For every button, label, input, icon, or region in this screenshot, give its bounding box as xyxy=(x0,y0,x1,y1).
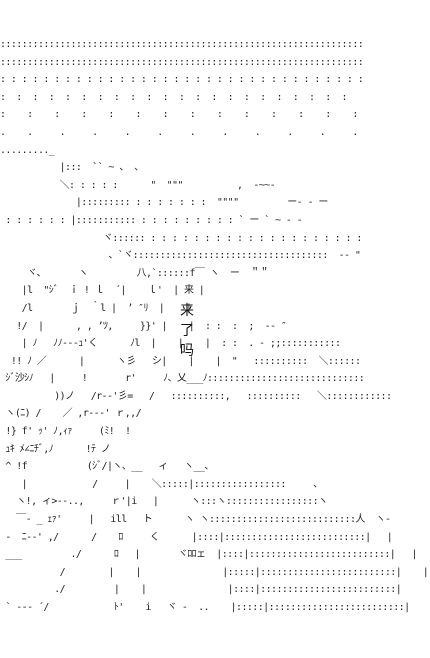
art-line: ::::::::::::::::::::::::::::::::::::::::… xyxy=(0,39,364,50)
art-line: |::: `` ~ 、 、 xyxy=(0,162,144,174)
art-line: - ﾆ-‐' ,/ / ﾛ く |::::|::::::::::::::::::… xyxy=(0,531,393,543)
art-line: ))ノ /r‐-'彡= / ::::::::::, :::::::::: ＼::… xyxy=(0,390,392,402)
art-line: !! ﾉ ／ | ヽ彡 シ| | | " :::::::::: ＼:::::: xyxy=(0,355,361,367)
art-line: !} f' ｯ' ﾉ,ｨｧ (ﾐ! ! xyxy=(0,426,131,438)
art-line: : : : : : : : : : : : : : : : : : : : : … xyxy=(0,91,348,103)
art-line: / | | |:::::|:::::::::::::::::::::::::| … xyxy=(0,566,429,578)
art-line: ヽ!, ィ>‐-.., ｒ'|i | ヽ:::ヽ::::::::::::::::… xyxy=(0,496,328,508)
art-line: ｼﾞ沙ｼﾉ | ! r' ﾉ、乂___ﾉ::::::::::::::::::::… xyxy=(0,373,365,385)
art-line: |l "ｼﾞ ｉ ! ｌ ´| ｌ' | 来 | xyxy=(0,285,205,297)
art-line: : : : : : : : : : : : : : : : : : : : : … xyxy=(0,74,364,86)
art-line: !/ | , , ’ﾂ, }}' | | : : : ; ‐- ″ xyxy=(0,320,287,332)
art-line: ￣‐ _ ｪｧ' | ill ト ヽ ヽ::::::::::::::::::::… xyxy=(0,514,391,526)
art-line: 、`ヾ:::::::::::::::::::::::::::::::::::: … xyxy=(0,250,361,262)
art-line: ｭｷ ﾒ∠ﾆﾁﾞ,ﾉ !ﾃ ノ xyxy=(0,443,111,455)
speech-char-1: 来 xyxy=(180,303,194,319)
art-line: | ﾉ ﾉﾉ-‐-ｭ'く ﾉl | | | : : . - ;;::::::::… xyxy=(0,338,341,350)
art-line: : : : : : : |::::::::::: : : : : : : : :… xyxy=(0,214,303,226)
art-line: /l ｊ ｀l | ’ ″ﾘ | | xyxy=(0,302,192,314)
art-line: ........._ xyxy=(0,144,55,156)
art-line: ＼: : : : : " """ , -~~- xyxy=(0,179,281,191)
art-line: ./ | | |::::|:::::::::::::::::::::::::| xyxy=(0,584,402,596)
art-line: ヽ(ﾆ) / ／ ,r‐-‐' ｒ,,/ xyxy=(0,408,142,420)
art-line: ヾ、 ヽ 八,`::::::f￣ ヽ ー ＂＂ xyxy=(0,267,269,279)
art-line: ` ‐-‐ ´/ ﾄ' i ヾ - .. |:::::|::::::::::::… xyxy=(0,602,410,613)
speech-char-3: 吗 xyxy=(180,343,194,359)
speech-char-2: 了 xyxy=(180,323,194,339)
art-line: | / | ＼:::::|::::::::::::::::: 、 xyxy=(0,478,323,490)
art-line: ___ ./ ﾛ | ヾﾛﾛェ |::::|::::::::::::::::::… xyxy=(0,549,417,561)
art-line: ::::::::::::::::::::::::::::::::::::::::… xyxy=(0,56,364,68)
art-line: : : : : : : : : : : : : : : xyxy=(0,109,358,121)
art-line: ^ !f (ｼﾞ/|ヽ、__ ィ ヽ__、 xyxy=(0,461,214,473)
art-line: ヾ:::::: : : : : : : : : : : : : : : : : … xyxy=(0,232,362,244)
art-line: . . . . . . . . . . . . xyxy=(0,126,358,138)
art-line: |::::::::: : : : : : : : """" ー- ‐ ー xyxy=(0,197,329,209)
speech-bubble: 来 了 吗 xyxy=(174,286,200,376)
ascii-art: ::::::::::::::::::::::::::::::::::::::::… xyxy=(0,36,429,617)
